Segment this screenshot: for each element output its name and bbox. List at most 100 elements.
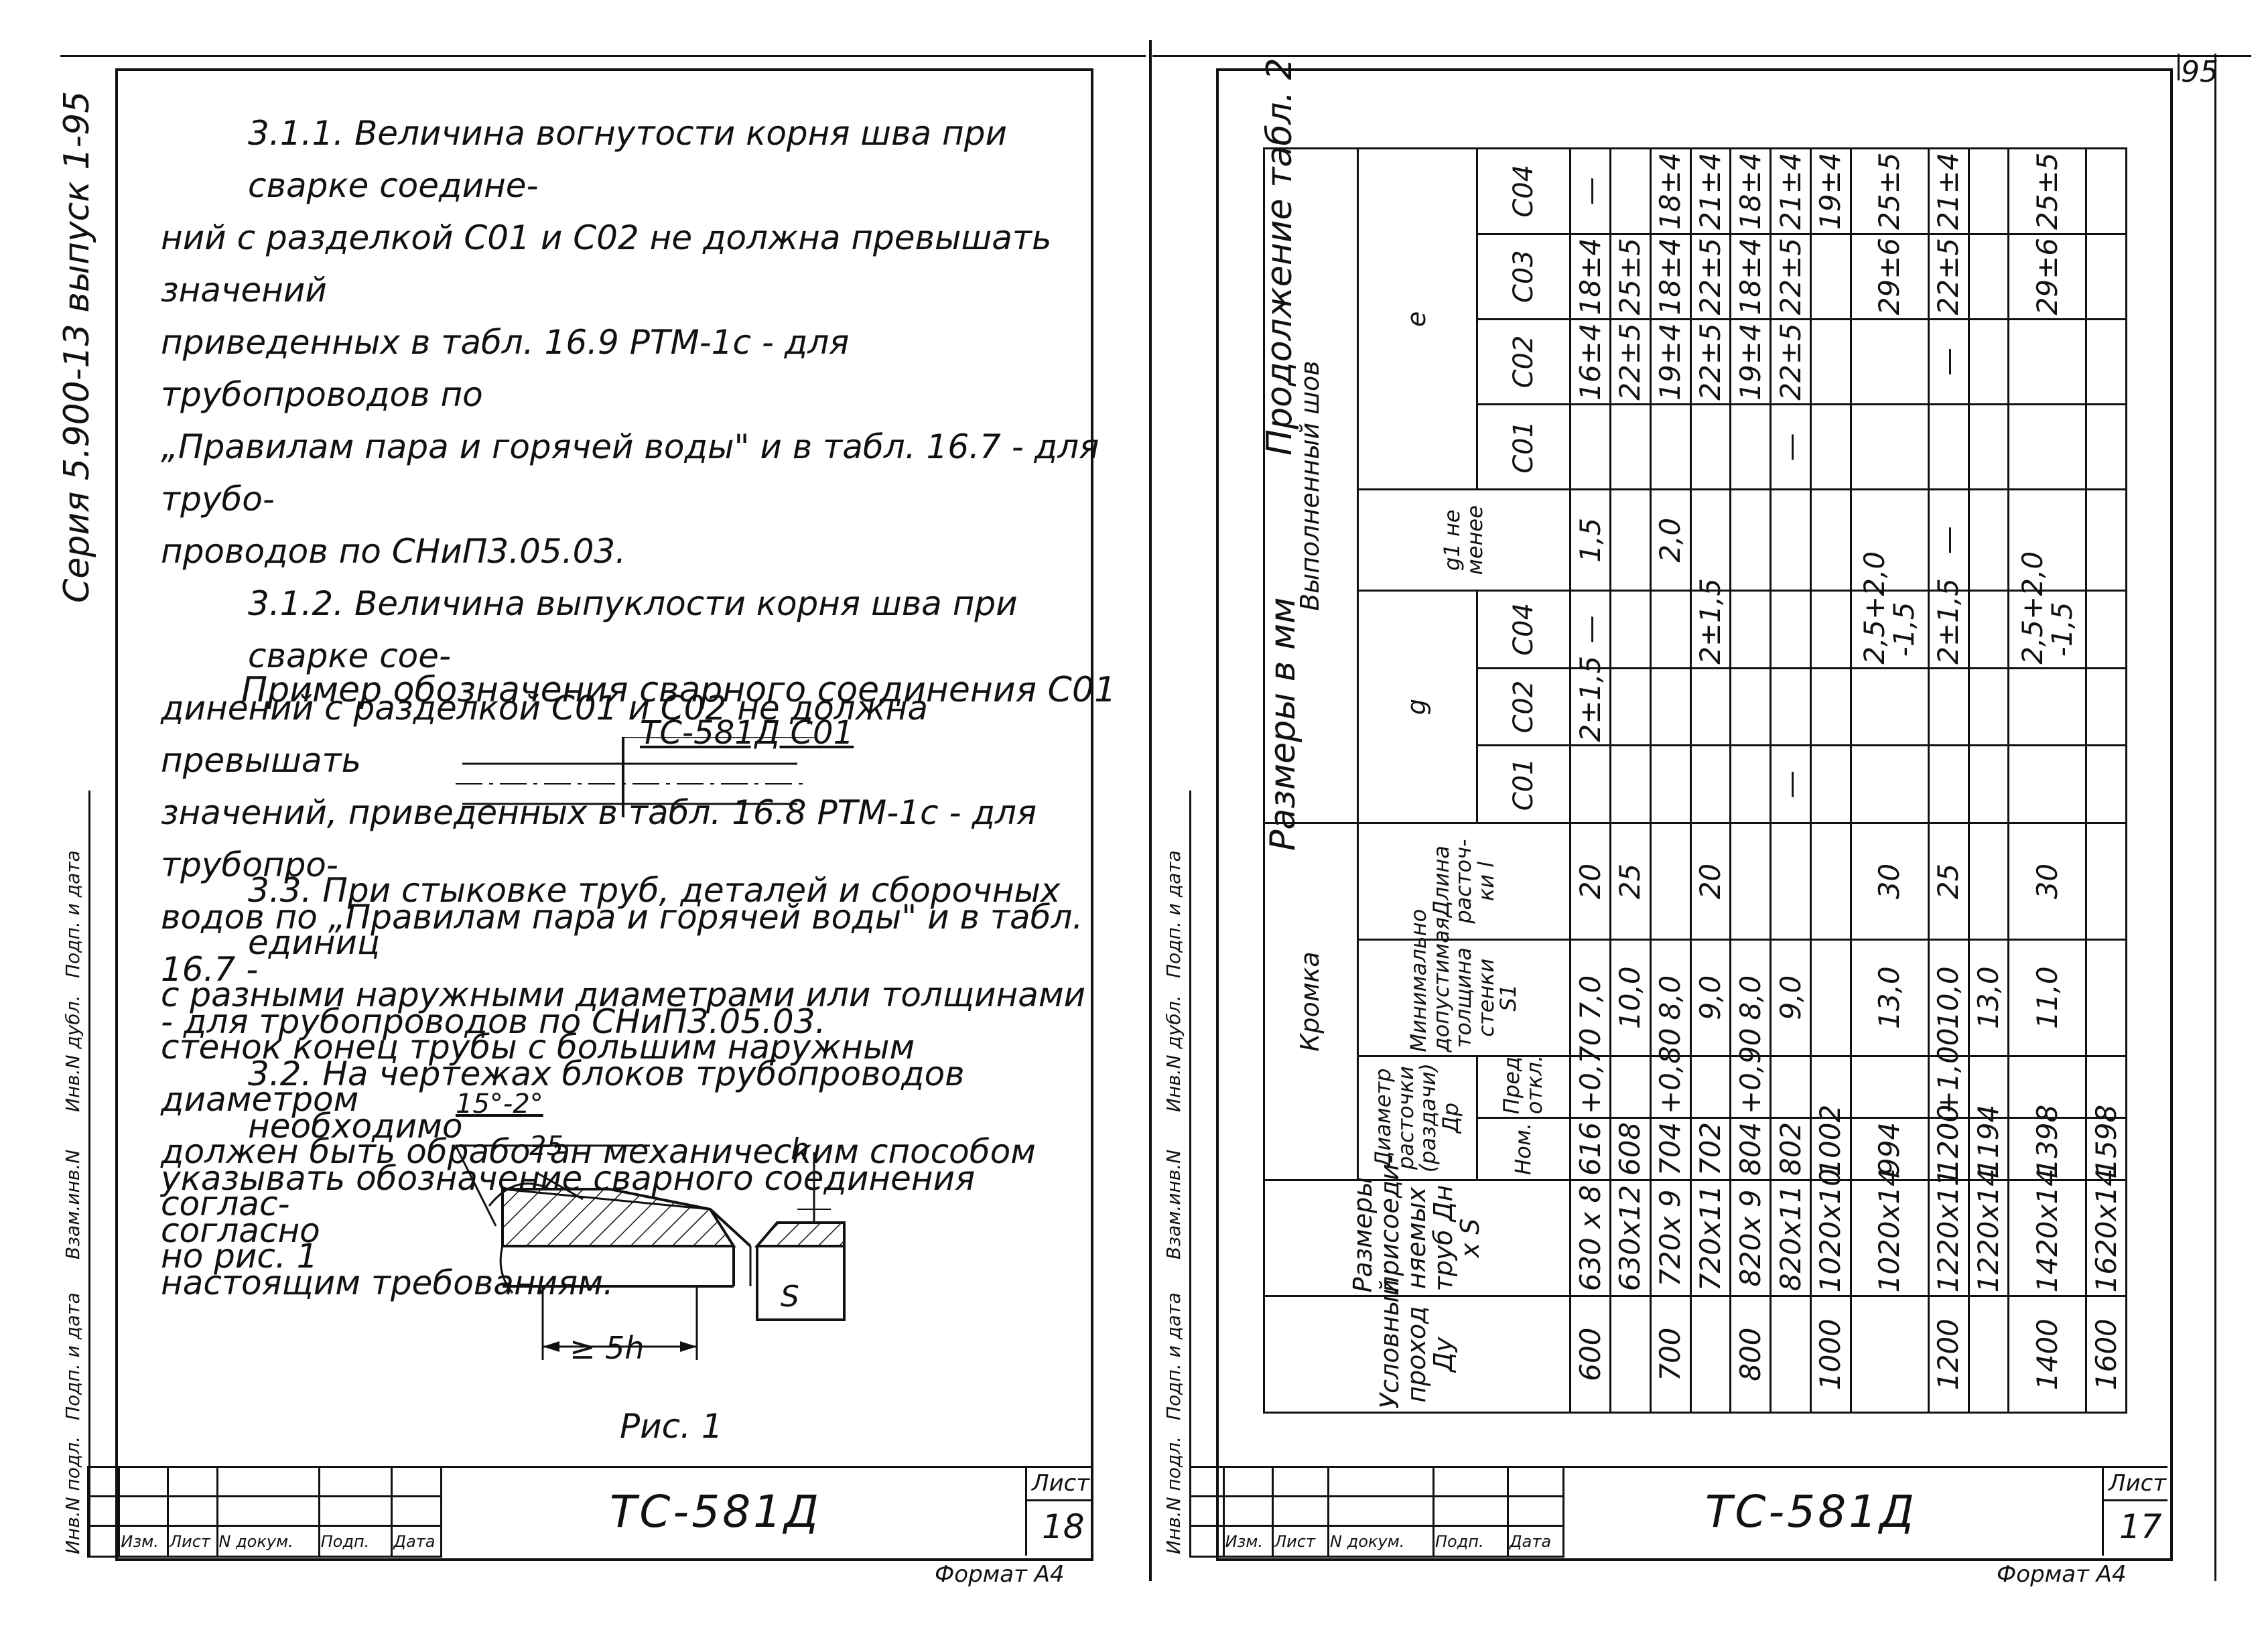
cell-du: 1400 bbox=[2008, 1296, 2086, 1413]
cell-e-c04: 21±4 bbox=[1690, 148, 1731, 234]
cell-g-c02 bbox=[1650, 668, 1691, 746]
cell-s1: 9,0 bbox=[1770, 939, 1811, 1056]
cell-e-c03: 22±5 bbox=[1770, 234, 1811, 320]
hdr-g1: g1 не менее bbox=[1357, 490, 1571, 591]
hdr-g-c02: С02 bbox=[1477, 668, 1571, 746]
cell-pipe: 1420х14 bbox=[2008, 1168, 2086, 1296]
para-line: приведенных в табл. 16.9 РТМ-1с - для тр… bbox=[161, 323, 850, 414]
cell-e-c03: 18±4 bbox=[1650, 234, 1691, 320]
cell-pipe: 1020х14 bbox=[1851, 1168, 1929, 1296]
cell-g-c04: 2,5+2,0 -1,5 bbox=[2008, 551, 2086, 669]
cell-g-c04 bbox=[1770, 590, 1811, 669]
para-line: стенок конец трубы с большим наружным ди… bbox=[161, 1028, 915, 1119]
series-margin-label: Серия 5.900-13 выпуск 1-95 bbox=[57, 90, 97, 603]
cell-nom: 1002 bbox=[1810, 1105, 1851, 1180]
cell-g-c02: 2±1,5 bbox=[1570, 656, 1611, 746]
cell-l bbox=[1730, 823, 1771, 940]
cell-s1 bbox=[2086, 939, 2127, 1056]
cell-g1 bbox=[1770, 490, 1811, 591]
cell-e-c01: — bbox=[1770, 404, 1811, 490]
example-label: ТС-581Д С01 bbox=[640, 714, 854, 752]
top-rule-left bbox=[60, 55, 1146, 57]
cell-e-c02 bbox=[2008, 319, 2086, 405]
cell-e-c02 bbox=[1810, 319, 1851, 405]
cell-pipe: 630х12 bbox=[1610, 1180, 1651, 1296]
cell-e-c02: 16±4 bbox=[1570, 319, 1611, 405]
stamp-col: N докум. bbox=[1327, 1525, 1435, 1558]
cell-e-c04: 21±4 bbox=[1770, 148, 1811, 234]
cell-e-c02: 19±4 bbox=[1650, 319, 1691, 405]
cell-pipe: 1620х14 bbox=[2086, 1168, 2127, 1296]
side-label: Подп. и дата bbox=[1162, 850, 1185, 978]
cell-pred: +1,00 bbox=[1928, 1028, 1969, 1118]
stamp-col: Дата bbox=[1506, 1525, 1565, 1558]
stamp-col: Изм. bbox=[118, 1525, 170, 1558]
cell-du bbox=[1969, 1296, 2009, 1413]
cell-e-c04 bbox=[1610, 148, 1651, 234]
side-label: Инв.N подл. bbox=[1162, 1436, 1185, 1554]
cell-pred bbox=[1610, 1056, 1651, 1118]
cell-e-c02: 22±5 bbox=[1690, 319, 1731, 405]
cell-nom: 1200 bbox=[1928, 1105, 1969, 1180]
para-line: ний с разделкой С01 и С02 не должна прев… bbox=[161, 218, 1052, 310]
para-line: 3.3. При стыковке труб, деталей и сбороч… bbox=[248, 871, 1061, 962]
stamp-sheet-label: Лист bbox=[2109, 1470, 2167, 1497]
left-stamp: Изм. Лист N докум. Подп. Дата ТС-581Д Ли… bbox=[86, 1466, 1091, 1558]
stamp-col: Лист bbox=[167, 1525, 218, 1558]
cell-e-c04: 18±4 bbox=[1650, 148, 1691, 234]
cell-g1 bbox=[2086, 490, 2127, 591]
cell-g-c01 bbox=[2086, 745, 2127, 823]
cell-e-c04: 25±5 bbox=[1851, 148, 1929, 234]
left-text-block: 3.1.1. Величина вогнутости корня шва при… bbox=[161, 107, 1106, 1309]
figure-1-drawing bbox=[454, 1144, 846, 1360]
cell-e-c02 bbox=[2086, 319, 2127, 405]
cell-pipe: 1020х10 bbox=[1810, 1168, 1851, 1296]
fig-s-label: S bbox=[781, 1280, 799, 1314]
cell-l: 20 bbox=[1690, 823, 1731, 940]
cell-e-c01 bbox=[1928, 404, 1969, 490]
stamp-col: Изм. bbox=[1222, 1525, 1274, 1558]
stamp-top-rule bbox=[87, 1466, 1091, 1468]
cell-e-c01 bbox=[1610, 404, 1651, 490]
cell-e-c03: 29±6 bbox=[1851, 234, 1929, 320]
center-divider bbox=[1149, 40, 1152, 1581]
cell-g-c04: 2,5+2,0 -1,5 bbox=[1851, 551, 1929, 669]
cell-pred bbox=[1690, 1056, 1731, 1118]
cell-du: 800 bbox=[1730, 1296, 1771, 1413]
stamp-col: Дата bbox=[391, 1525, 442, 1558]
hdr-nom: Ном. bbox=[1477, 1117, 1571, 1180]
cell-pipe: 1220х11 bbox=[1928, 1168, 1969, 1296]
side-label: Инв.N дубл. bbox=[1162, 995, 1185, 1113]
format-label: Формат А4 bbox=[1997, 1561, 2127, 1588]
cell-g-c02 bbox=[1770, 668, 1811, 746]
stamp-sheet-rule bbox=[1025, 1499, 1091, 1501]
side-label: Подп. и дата bbox=[62, 1292, 84, 1420]
fig-dim-25: 25 bbox=[529, 1131, 563, 1162]
hdr-pred: Пред откл. bbox=[1477, 1055, 1571, 1118]
cell-e-c01 bbox=[1810, 404, 1851, 490]
hdr-g: g bbox=[1357, 590, 1477, 823]
right-edge-rule bbox=[2214, 54, 2216, 1581]
cell-s1: 11,0 bbox=[2008, 939, 2086, 1056]
side-label: Взам.инв.N bbox=[1162, 1149, 1185, 1259]
cell-l: 25 bbox=[1610, 823, 1651, 940]
cell-e-c03: 22±5 bbox=[1928, 234, 1969, 320]
cell-du: 1600 bbox=[2086, 1296, 2127, 1413]
cell-g-c01 bbox=[2008, 745, 2086, 823]
cell-nom: 616 bbox=[1570, 1117, 1611, 1180]
cell-nom: 1398 bbox=[2008, 1105, 2086, 1180]
cell-l: 25 bbox=[1928, 823, 1969, 940]
cell-g-c02 bbox=[1730, 668, 1771, 746]
cell-l bbox=[1969, 823, 2009, 940]
page-number-top: 95 bbox=[2181, 55, 2218, 89]
para-line: 3.2. На чертежах блоков трубопроводов не… bbox=[248, 1054, 965, 1146]
para-line: - для трубопроводов по СНиП3.05.03. bbox=[161, 1002, 826, 1041]
stamp-sheet-number: 18 bbox=[1042, 1507, 1085, 1546]
page-number-mark bbox=[2178, 54, 2180, 80]
cell-e-c03: 29±6 bbox=[2008, 234, 2086, 320]
cell-e-c03: 18±4 bbox=[1570, 234, 1611, 320]
